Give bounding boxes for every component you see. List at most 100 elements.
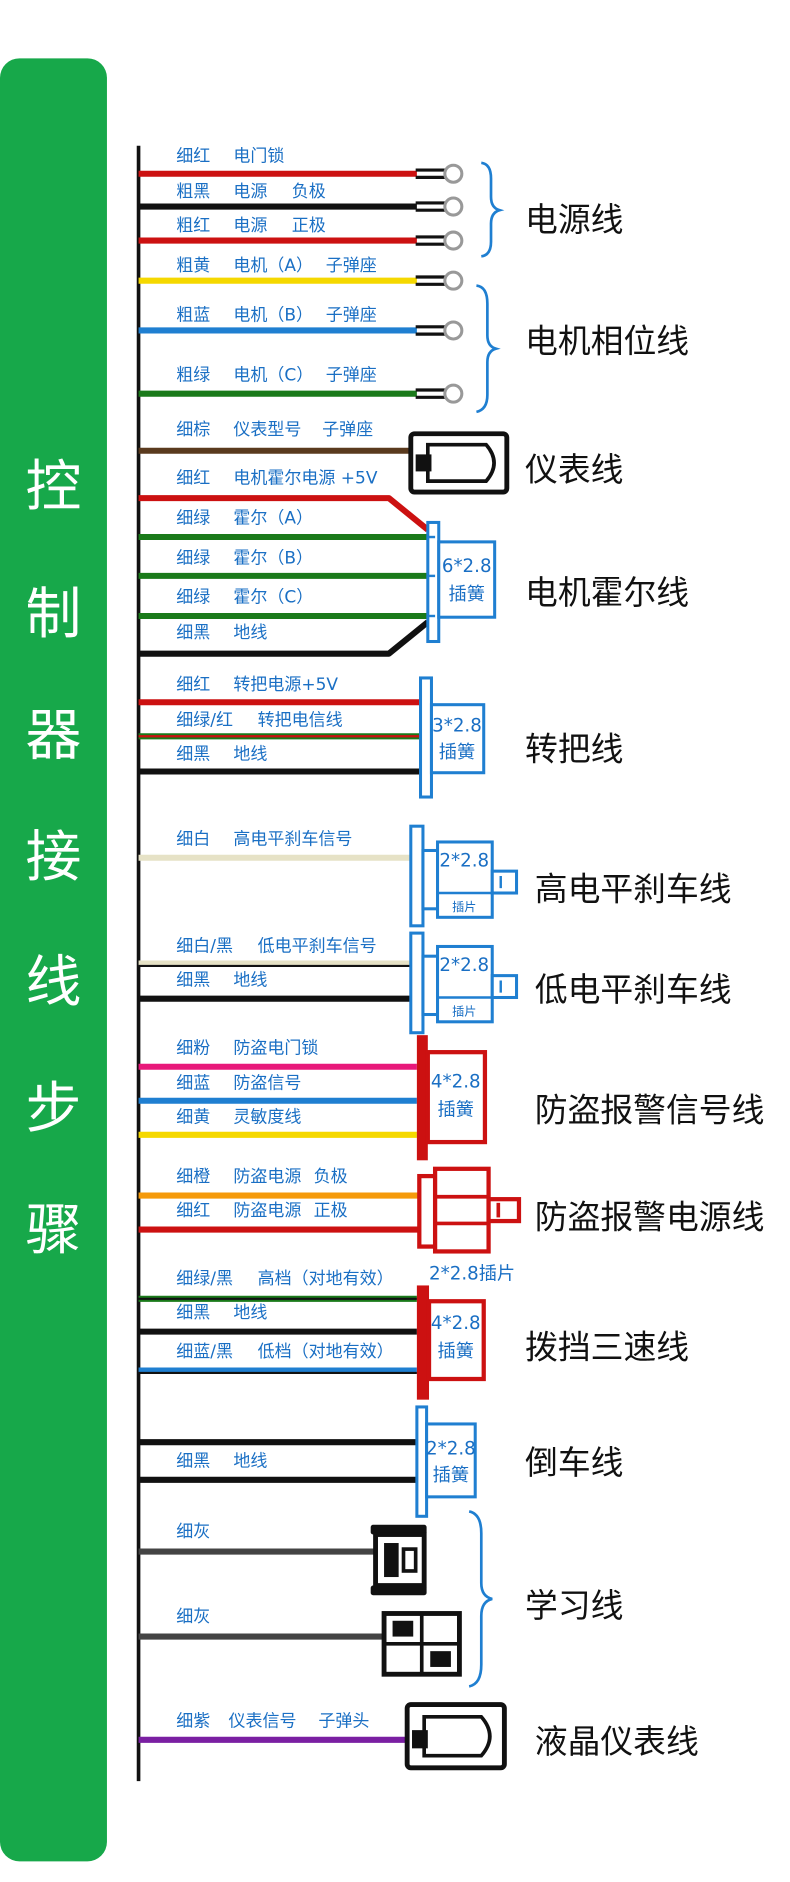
group-brace — [481, 161, 505, 258]
wire-function-label: 电源 — [233, 216, 267, 236]
connector-spec-label: 2*2.8 — [439, 850, 489, 871]
throttle-connector: 3*2.8 插簧 — [419, 676, 486, 799]
wire-function-label: 地线 — [233, 1451, 267, 1471]
alarm-power-connector — [417, 1166, 522, 1254]
ring-terminal — [415, 196, 464, 217]
wire-color-label: 细黑 — [176, 744, 210, 764]
group-label-alarm-power: 防盗报警电源线 — [535, 1198, 765, 1236]
wire-color-label: 细红 — [176, 469, 210, 489]
wire-color-label: 细蓝/黑 — [176, 1342, 233, 1362]
wire-color-label: 细橙 — [176, 1167, 210, 1187]
group-learning: 细灰 细灰 学习线 — [138, 1510, 623, 1688]
wire-function-label: 地线 — [233, 970, 267, 990]
wire-color-label: 细绿 — [176, 549, 210, 569]
group-throttle: 细红 转把电源+5V 细绿/红 转把电信线 细黑 地线 3*2.8 插簧 转把线 — [138, 675, 623, 799]
wire-color-label: 细白/黑 — [176, 936, 233, 956]
sidebar-panel — [0, 58, 107, 1862]
wire-function-label: 高电平刹车信号 — [233, 829, 352, 849]
wire-function-label: 霍尔（B） — [233, 549, 313, 569]
wire-line — [138, 619, 430, 657]
wire-line — [138, 495, 430, 533]
connector-type-label: 插簧 — [438, 1099, 474, 1120]
wire-polarity-label: 正极 — [292, 216, 326, 236]
wire-color-label: 细绿/红 — [176, 710, 233, 730]
wire-function-label: 电门锁 — [233, 147, 284, 167]
wire-connector-label: 子弹座 — [326, 306, 377, 326]
wire-color-label: 细黑 — [176, 1451, 210, 1471]
reverse-connector: 2*2.8 插簧 — [415, 1405, 477, 1518]
wire-connector-label: 子弹座 — [326, 256, 377, 276]
wire-function-label: 转把电信线 — [258, 710, 343, 730]
alarm-signal-connector: 4*2.8 插簧 — [416, 1035, 488, 1161]
sidebar-title-char: 步 — [26, 1077, 82, 1142]
wire-function-label: 防盗电门锁 — [233, 1038, 318, 1058]
group-label-high-brake: 高电平刹车线 — [535, 870, 732, 908]
sidebar-title-char: 制 — [26, 582, 82, 647]
connector-spec-label: 4*2.8 — [431, 1313, 481, 1334]
group-label-learning: 学习线 — [525, 1587, 623, 1625]
connector-type-label: 插簧 — [438, 1341, 474, 1362]
wire-color-label: 细黄 — [176, 1108, 210, 1128]
meter-connector — [408, 431, 510, 495]
group-alarm-power: 细橙 防盗电源 负极 细红 防盗电源 正极 防盗报警电源线 — [138, 1166, 765, 1254]
wire-color-label: 细绿/黑 — [176, 1269, 233, 1289]
group-power: 细红 电门锁 粗黑 电源 负极 粗红 电源 正极 电源线 — [138, 147, 623, 258]
sidebar: 控 制 器 接 线 步 骤 — [0, 58, 107, 1862]
wire-color-label: 粗黄 — [176, 256, 210, 276]
connector-spec-label: 2*2.8 — [426, 1438, 476, 1459]
group-low-brake: 细白/黑 低电平刹车信号 细黑 地线 2*2.8 插片 低电平刹车线 — [138, 931, 732, 1035]
ring-terminal — [415, 320, 464, 341]
group-label-power: 电源线 — [525, 201, 623, 239]
ring-terminal — [415, 270, 464, 291]
connector-spec-label: 2*2.8 — [439, 955, 489, 976]
wire-polarity-label: 负极 — [292, 182, 326, 202]
wire-function-label: 防盗电源 — [233, 1201, 301, 1221]
wire-color-label: 细红 — [176, 1201, 210, 1221]
group-brace — [468, 1510, 493, 1688]
wire-color-label: 细绿 — [176, 509, 210, 529]
wire-function-label: 高档（对地有效） — [258, 1269, 394, 1289]
wire-function-label: 电机（B） — [233, 306, 313, 326]
wire-color-label: 粗绿 — [176, 365, 210, 385]
wire-connector-label: 子弹座 — [322, 420, 373, 440]
wire-function-label: 防盗电源 — [233, 1167, 301, 1187]
group-label-motor-hall: 电机霍尔线 — [525, 574, 689, 612]
connector-type-label: 插片 — [452, 900, 476, 914]
group-lcd-meter: 细紫 仪表信号 子弹头 液晶仪表线 — [138, 1702, 699, 1771]
wire-color-label: 细红 — [176, 675, 210, 695]
group-label-low-brake: 低电平刹车线 — [535, 971, 732, 1009]
wire-color-label: 细白 — [176, 829, 210, 849]
group-label-lcd-meter: 液晶仪表线 — [535, 1723, 699, 1761]
wire-function-label: 仪表信号 — [228, 1711, 296, 1731]
ring-terminal — [415, 230, 464, 251]
group-label-alarm-signal: 防盗报警信号线 — [535, 1091, 765, 1129]
wire-function-label: 霍尔（C） — [233, 588, 313, 608]
group-three-speed: 2*2.8插片 细绿/黑 高档（对地有效） 细黑 地线 细蓝/黑 低档（对地有效… — [138, 1263, 689, 1400]
wire-color-label: 细红 — [176, 147, 210, 167]
connector-type-label: 插片 — [452, 1005, 476, 1019]
group-label-three-speed: 拨挡三速线 — [525, 1328, 689, 1366]
group-label-reverse: 倒车线 — [525, 1444, 623, 1482]
connector-top-label: 2*2.8插片 — [429, 1263, 515, 1284]
wire-function-label: 低档（对地有效） — [258, 1342, 394, 1362]
wire-function-label: 霍尔（A） — [233, 509, 313, 529]
connector-spec-label: 6*2.8 — [442, 556, 492, 577]
wire-color-label: 细紫 — [176, 1711, 210, 1731]
group-brace — [476, 284, 501, 414]
lcd-meter-connector — [404, 1702, 507, 1771]
group-label-motor-phase: 电机相位线 — [525, 322, 689, 360]
wire-color-label: 细蓝 — [176, 1074, 210, 1094]
high-brake-connector: 2*2.8 插片 — [409, 824, 519, 928]
group-label-meter: 仪表线 — [525, 451, 623, 489]
learning-plug-female — [381, 1611, 462, 1677]
group-high-brake: 细白 高电平刹车信号 2*2.8 插片 高电平刹车线 — [138, 824, 732, 928]
group-motor-hall: 细红 电机霍尔电源 +5V 细绿 霍尔（A） 细绿 霍尔（B） 细绿 霍尔（C）… — [138, 469, 689, 657]
wire-color-label: 细灰 — [176, 1607, 210, 1627]
group-alarm-signal: 细粉 防盗电门锁 细蓝 防盗信号 细黄 灵敏度线 4*2.8 插簧 防盗报警信号… — [138, 1035, 765, 1161]
wire-color-label: 细黑 — [176, 623, 210, 643]
wire-color-label: 细粉 — [176, 1038, 210, 1058]
group-motor-phase: 粗黄 电机（A） 子弹座 粗蓝 电机（B） 子弹座 粗绿 电机（C） 子弹座 电… — [138, 256, 689, 414]
wire-function-label: 电机霍尔电源 +5V — [233, 469, 377, 489]
wire-function-label: 地线 — [233, 744, 267, 764]
